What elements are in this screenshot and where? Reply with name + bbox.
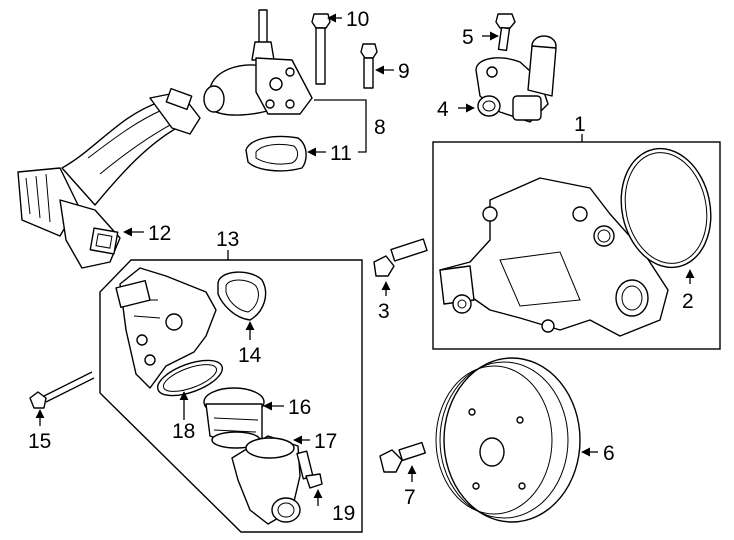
water-pump-part [439,177,669,337]
leader-8 [314,99,367,153]
callout-18: 18 [172,420,195,443]
callout-1: 1 [574,113,586,136]
thermostat-group-box [99,259,363,533]
coolant-hose-part [17,87,201,269]
callout-5: 5 [462,26,474,49]
bolt-7-part [379,441,426,473]
thermostat-16-part [203,387,265,449]
bolt-5-part [495,13,516,52]
callout-13: 13 [216,228,239,251]
callout-14: 14 [238,344,262,367]
seal-18-part [156,359,224,397]
housing-17-part [231,435,301,525]
thermostat-housing-part [115,267,217,389]
callout-19: 19 [332,502,355,525]
callout-6: 6 [603,442,615,465]
callout-2: 2 [682,290,694,313]
callout-16: 16 [288,396,311,419]
bolt-10-part [311,13,331,85]
coolant-fitting-part [475,35,557,123]
water-pump-group-box [432,141,721,350]
callout-11: 11 [330,142,352,165]
callout-17: 17 [314,430,337,453]
pulley-part [435,357,581,523]
gasket-14-part [217,271,267,321]
bolt-3-part [373,238,428,277]
o-ring-part [620,147,712,269]
gasket-11-part [245,135,307,172]
thermostat-outlet-part [203,9,313,116]
callout-8: 8 [374,116,386,139]
bolt-9-part [360,43,378,89]
callout-15: 15 [28,430,51,453]
callout-3: 3 [378,300,390,323]
callout-10: 10 [346,8,369,31]
bolt-15-part [29,371,95,409]
callout-9: 9 [398,60,410,83]
callout-4: 4 [437,98,449,121]
callout-7: 7 [404,486,416,509]
bolt-19-part [296,450,323,489]
callout-12: 12 [148,222,171,245]
